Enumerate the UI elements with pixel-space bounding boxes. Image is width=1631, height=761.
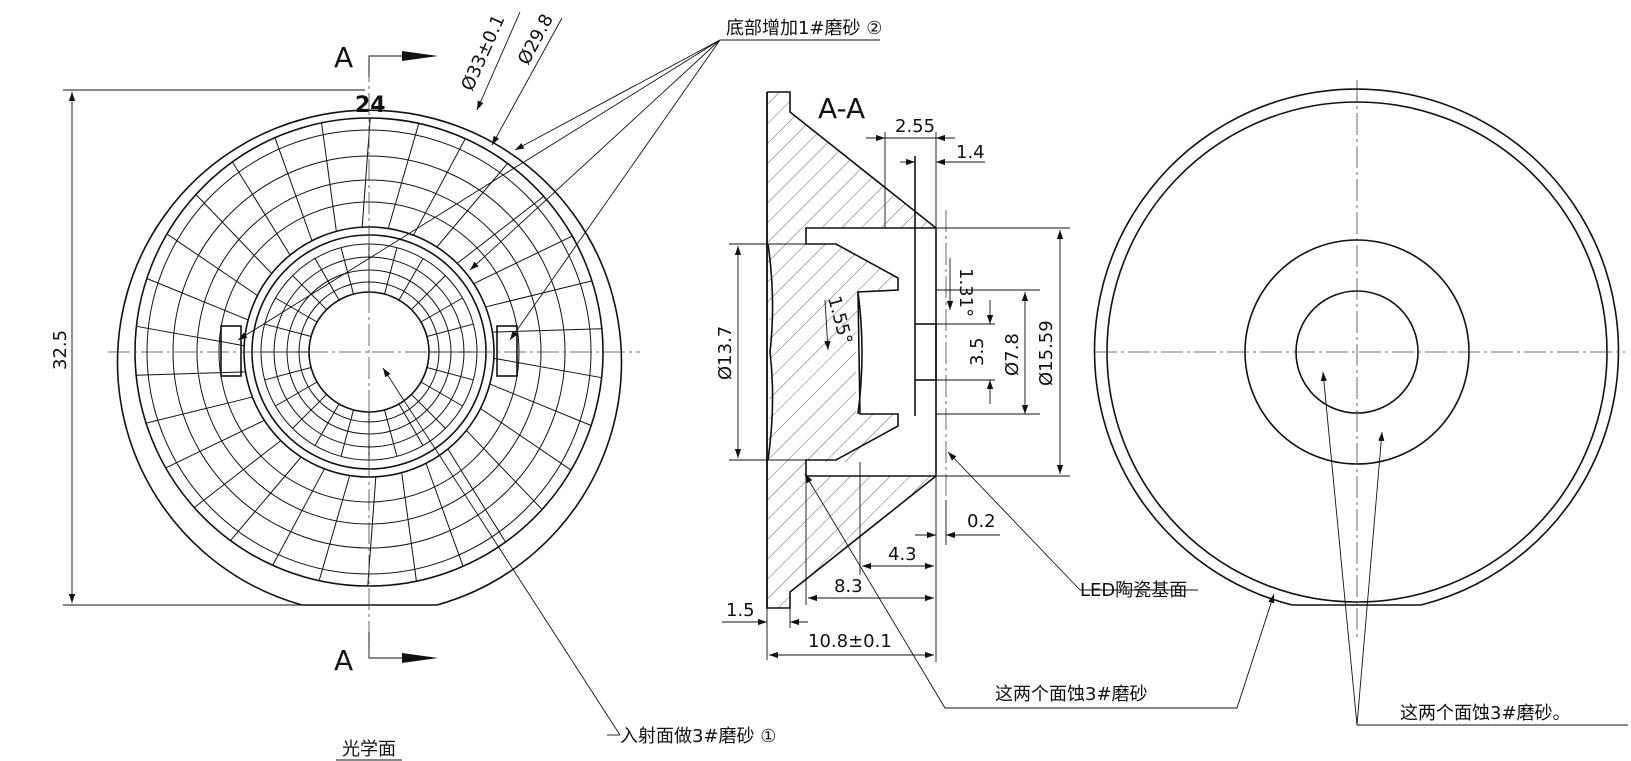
- dim-height: 32.5: [50, 330, 71, 370]
- rear-outer-outline: [1093, 88, 1620, 606]
- note-two-faces-etch: 这两个面蚀3#磨砂: [995, 684, 1148, 705]
- note-led-base: LED陶瓷基面: [1080, 580, 1187, 601]
- inner-radial: [426, 323, 474, 337]
- inner-radial: [384, 247, 398, 295]
- inner-radial: [426, 367, 474, 381]
- facet-radial: [465, 430, 543, 510]
- facet-radial: [136, 371, 246, 376]
- inner-radial: [275, 381, 318, 407]
- note-bottom-frost: 底部增加1#磨砂 ②: [726, 18, 882, 39]
- facet-radial: [413, 138, 466, 236]
- facet-radial: [230, 456, 302, 541]
- facet-radial: [493, 357, 602, 379]
- dim-3-5: 3.5: [967, 337, 988, 366]
- dim-2-55: 2.55: [895, 116, 935, 137]
- facet-radial: [473, 235, 573, 285]
- facet-radial: [274, 137, 313, 241]
- facet-radial: [195, 194, 273, 274]
- facet-radial: [232, 161, 291, 256]
- section-view: A-A 2.55 1.4 1.31°: [715, 91, 1275, 709]
- facet-radial: [489, 383, 592, 426]
- outer-outline: [116, 109, 623, 606]
- inner-radial: [275, 297, 318, 323]
- dim-1-5: 1.5: [726, 600, 755, 621]
- facet-radial: [272, 468, 325, 566]
- inner-radial: [264, 323, 312, 337]
- facet-radial: [436, 163, 508, 248]
- note-entry-frost: 入射面做3#磨砂 ①: [620, 726, 776, 747]
- facet-radial: [321, 122, 337, 232]
- dim-total-length: 10.8±0.1: [808, 631, 892, 652]
- section-line-top: [368, 55, 402, 77]
- facet-radial: [145, 396, 253, 424]
- inner-radial: [398, 403, 424, 446]
- inner-radial: [264, 367, 312, 381]
- facet-radial: [166, 233, 258, 296]
- inner-radial: [340, 409, 354, 457]
- inner-radial: [292, 394, 327, 429]
- right-tab: [496, 325, 518, 377]
- left-tab: [220, 325, 242, 377]
- facet-radial: [456, 195, 545, 264]
- inner-radial: [398, 258, 424, 301]
- rear-view: 这两个面蚀3#磨砂。: [1093, 80, 1628, 726]
- section-title: A-A: [818, 92, 865, 125]
- facet-radial: [480, 408, 572, 471]
- facet-radial: [492, 328, 602, 333]
- inner-radial: [420, 297, 463, 323]
- section-line-bottom: [368, 632, 402, 659]
- dim-angle-1: 1.31°: [955, 268, 976, 317]
- inner-radial: [384, 409, 398, 457]
- section-body-lower: [767, 352, 936, 608]
- facet-radial: [485, 280, 593, 308]
- dim-0-2: 0.2: [967, 511, 996, 532]
- note-two-faces-etch-2: 这两个面蚀3#磨砂。: [1400, 703, 1571, 724]
- section-body-upper: [767, 92, 936, 352]
- section-mark-top: A: [334, 41, 353, 74]
- dim-dia-15-59: Ø15.59: [1036, 320, 1057, 386]
- facet-radial: [165, 419, 265, 469]
- section-mark-bottom: A: [334, 644, 353, 677]
- note-optical-face: 光学面: [342, 739, 396, 760]
- inner-radial: [314, 403, 340, 446]
- section-cavity: [805, 227, 936, 477]
- inner-radial: [292, 275, 327, 310]
- facet-radial: [387, 123, 420, 229]
- facet-radial: [447, 448, 506, 543]
- inner-radial: [411, 275, 446, 310]
- dim-8-3: 8.3: [834, 576, 863, 597]
- facet-radial: [146, 278, 249, 321]
- part-number: 24: [355, 93, 386, 118]
- front-view: A A 24 32.5 Ø33±0.1 Ø29.8 底部增加1#磨砂 ② 入射面…: [50, 11, 882, 761]
- dim-dia-7-8: Ø7.8: [1002, 333, 1023, 376]
- facet-radial: [425, 463, 464, 567]
- facet-radial: [318, 475, 351, 581]
- facet-radial: [136, 325, 245, 347]
- facet-radial: [401, 472, 417, 582]
- facet-radial: [193, 440, 282, 509]
- inner-radial: [420, 381, 463, 407]
- dim-4-3: 4.3: [888, 544, 917, 565]
- dim-dia-13-7: Ø13.7: [715, 326, 736, 380]
- inner-radial: [411, 394, 446, 429]
- dim-dia-29-8: Ø29.8: [514, 11, 558, 69]
- inner-radial: [314, 258, 340, 301]
- inner-radial: [340, 247, 354, 295]
- dim-1-4: 1.4: [956, 142, 985, 163]
